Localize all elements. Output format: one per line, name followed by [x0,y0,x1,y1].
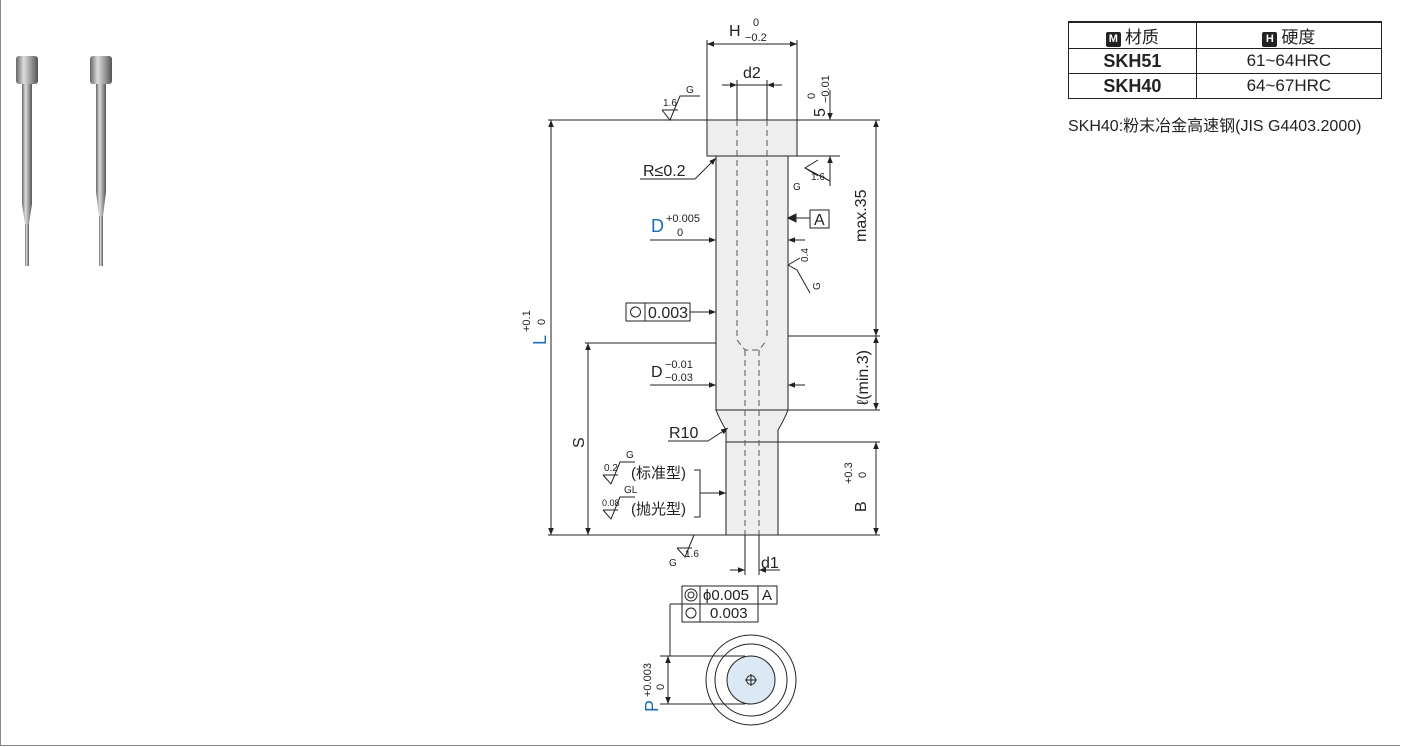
label-concentricity: ϕ0.005 [703,587,749,604]
label-rough-head: 1.6 [811,172,825,183]
bottom-view-outer [705,634,797,726]
punch-transition [715,409,789,443]
label-l-tol-lower: 0 [536,319,548,325]
label-rough-pol-g: GL [624,485,638,496]
hardness-icon: H [1262,32,1278,47]
table-row: SKH51 61~64HRC [1068,48,1383,74]
punch-head [706,119,798,157]
label-d2-tol-lower: −0.03 [665,372,693,384]
label-d-tol-upper: +0.005 [666,213,700,225]
label-five-tol-lower: −0.01 [820,75,832,103]
punch-photo-right [90,56,112,266]
label-rough-std-g: G [626,450,634,461]
label-b-tol-upper: +0.3 [843,462,855,484]
roughness-shank-symbol [787,264,811,294]
datum-a-box [809,209,830,229]
label-b-tol-lower: 0 [857,472,869,478]
material-note: SKH40:粉末冶金高速钢(JIS G4403.2000) [1068,118,1362,135]
product-photo [16,56,112,266]
label-p-tol-lower: 0 [655,684,667,690]
label-d-tol-lower: 0 [677,227,683,239]
material-cell: SKH51 [1068,48,1197,74]
roughness-bottom-symbol [676,534,702,558]
label-b: B [853,501,870,512]
label-h-tol-upper: 0 [753,17,759,29]
technical-drawing: H 0 −0.2 d2 5 0 −0.01 1.6 G R≤0.2 1.6 G … [521,17,880,726]
label-std-type: (标准型) [631,465,686,482]
table-row: SKH40 64~67HRC [1068,73,1383,99]
roundness-frame-bottom [681,603,759,623]
roughness-pol-symbol [602,496,635,520]
label-d-lower: D [651,364,663,381]
label-rough-head-g: G [793,182,801,193]
label-l-tol-upper: +0.1 [521,310,533,332]
label-pol-type: (抛光型) [631,501,686,518]
punch-photo-left [16,56,38,266]
label-concentricity-datum: A [762,587,772,604]
hardness-cell: 64~67HRC [1195,73,1383,99]
label-d2: d2 [743,65,761,82]
roughness-std-symbol [602,461,635,485]
label-datum-a: A [814,212,825,229]
label-rough-shank: 0.4 [800,248,811,262]
label-p: P [642,700,662,712]
label-l: L [530,335,550,345]
label-radius-head: R≤0.2 [643,163,686,180]
material-cell: SKH40 [1068,73,1197,99]
label-rough-top: 1.6 [663,98,677,109]
label-h-tol-lower: −0.2 [745,32,767,44]
label-rough-pol: 0.08 [602,498,620,508]
label-r10: R10 [669,425,698,442]
label-five: 5 [812,108,829,117]
bottom-view-middle [714,643,788,717]
label-d1: d1 [761,555,779,572]
label-rough-top-g: G [686,85,694,96]
label-ell: ℓ(min.3) [855,350,872,405]
label-max35: max.35 [853,189,870,242]
label-h: H [729,23,741,40]
label-d: D [651,216,664,236]
material-icon: M [1105,32,1121,47]
roundness-frame [625,302,691,322]
label-rough-bottom: 1.6 [685,549,699,560]
label-s: S [571,437,588,448]
label-roundness-bottom: 0.003 [710,605,748,622]
label-d2-tol-upper: −0.01 [665,359,693,371]
punch-tip [725,441,779,536]
label-roundness: 0.003 [648,305,688,322]
punch-shank [715,155,789,411]
label-five-tol-upper: 0 [806,93,818,99]
hardness-cell: 61~64HRC [1195,48,1383,74]
label-rough-bottom-g: G [669,558,677,569]
label-p-tol-upper: +0.003 [642,663,654,697]
label-rough-std: 0.2 [604,463,618,474]
label-rough-shank-g: G [812,282,823,290]
roughness-top-symbol [661,95,700,121]
